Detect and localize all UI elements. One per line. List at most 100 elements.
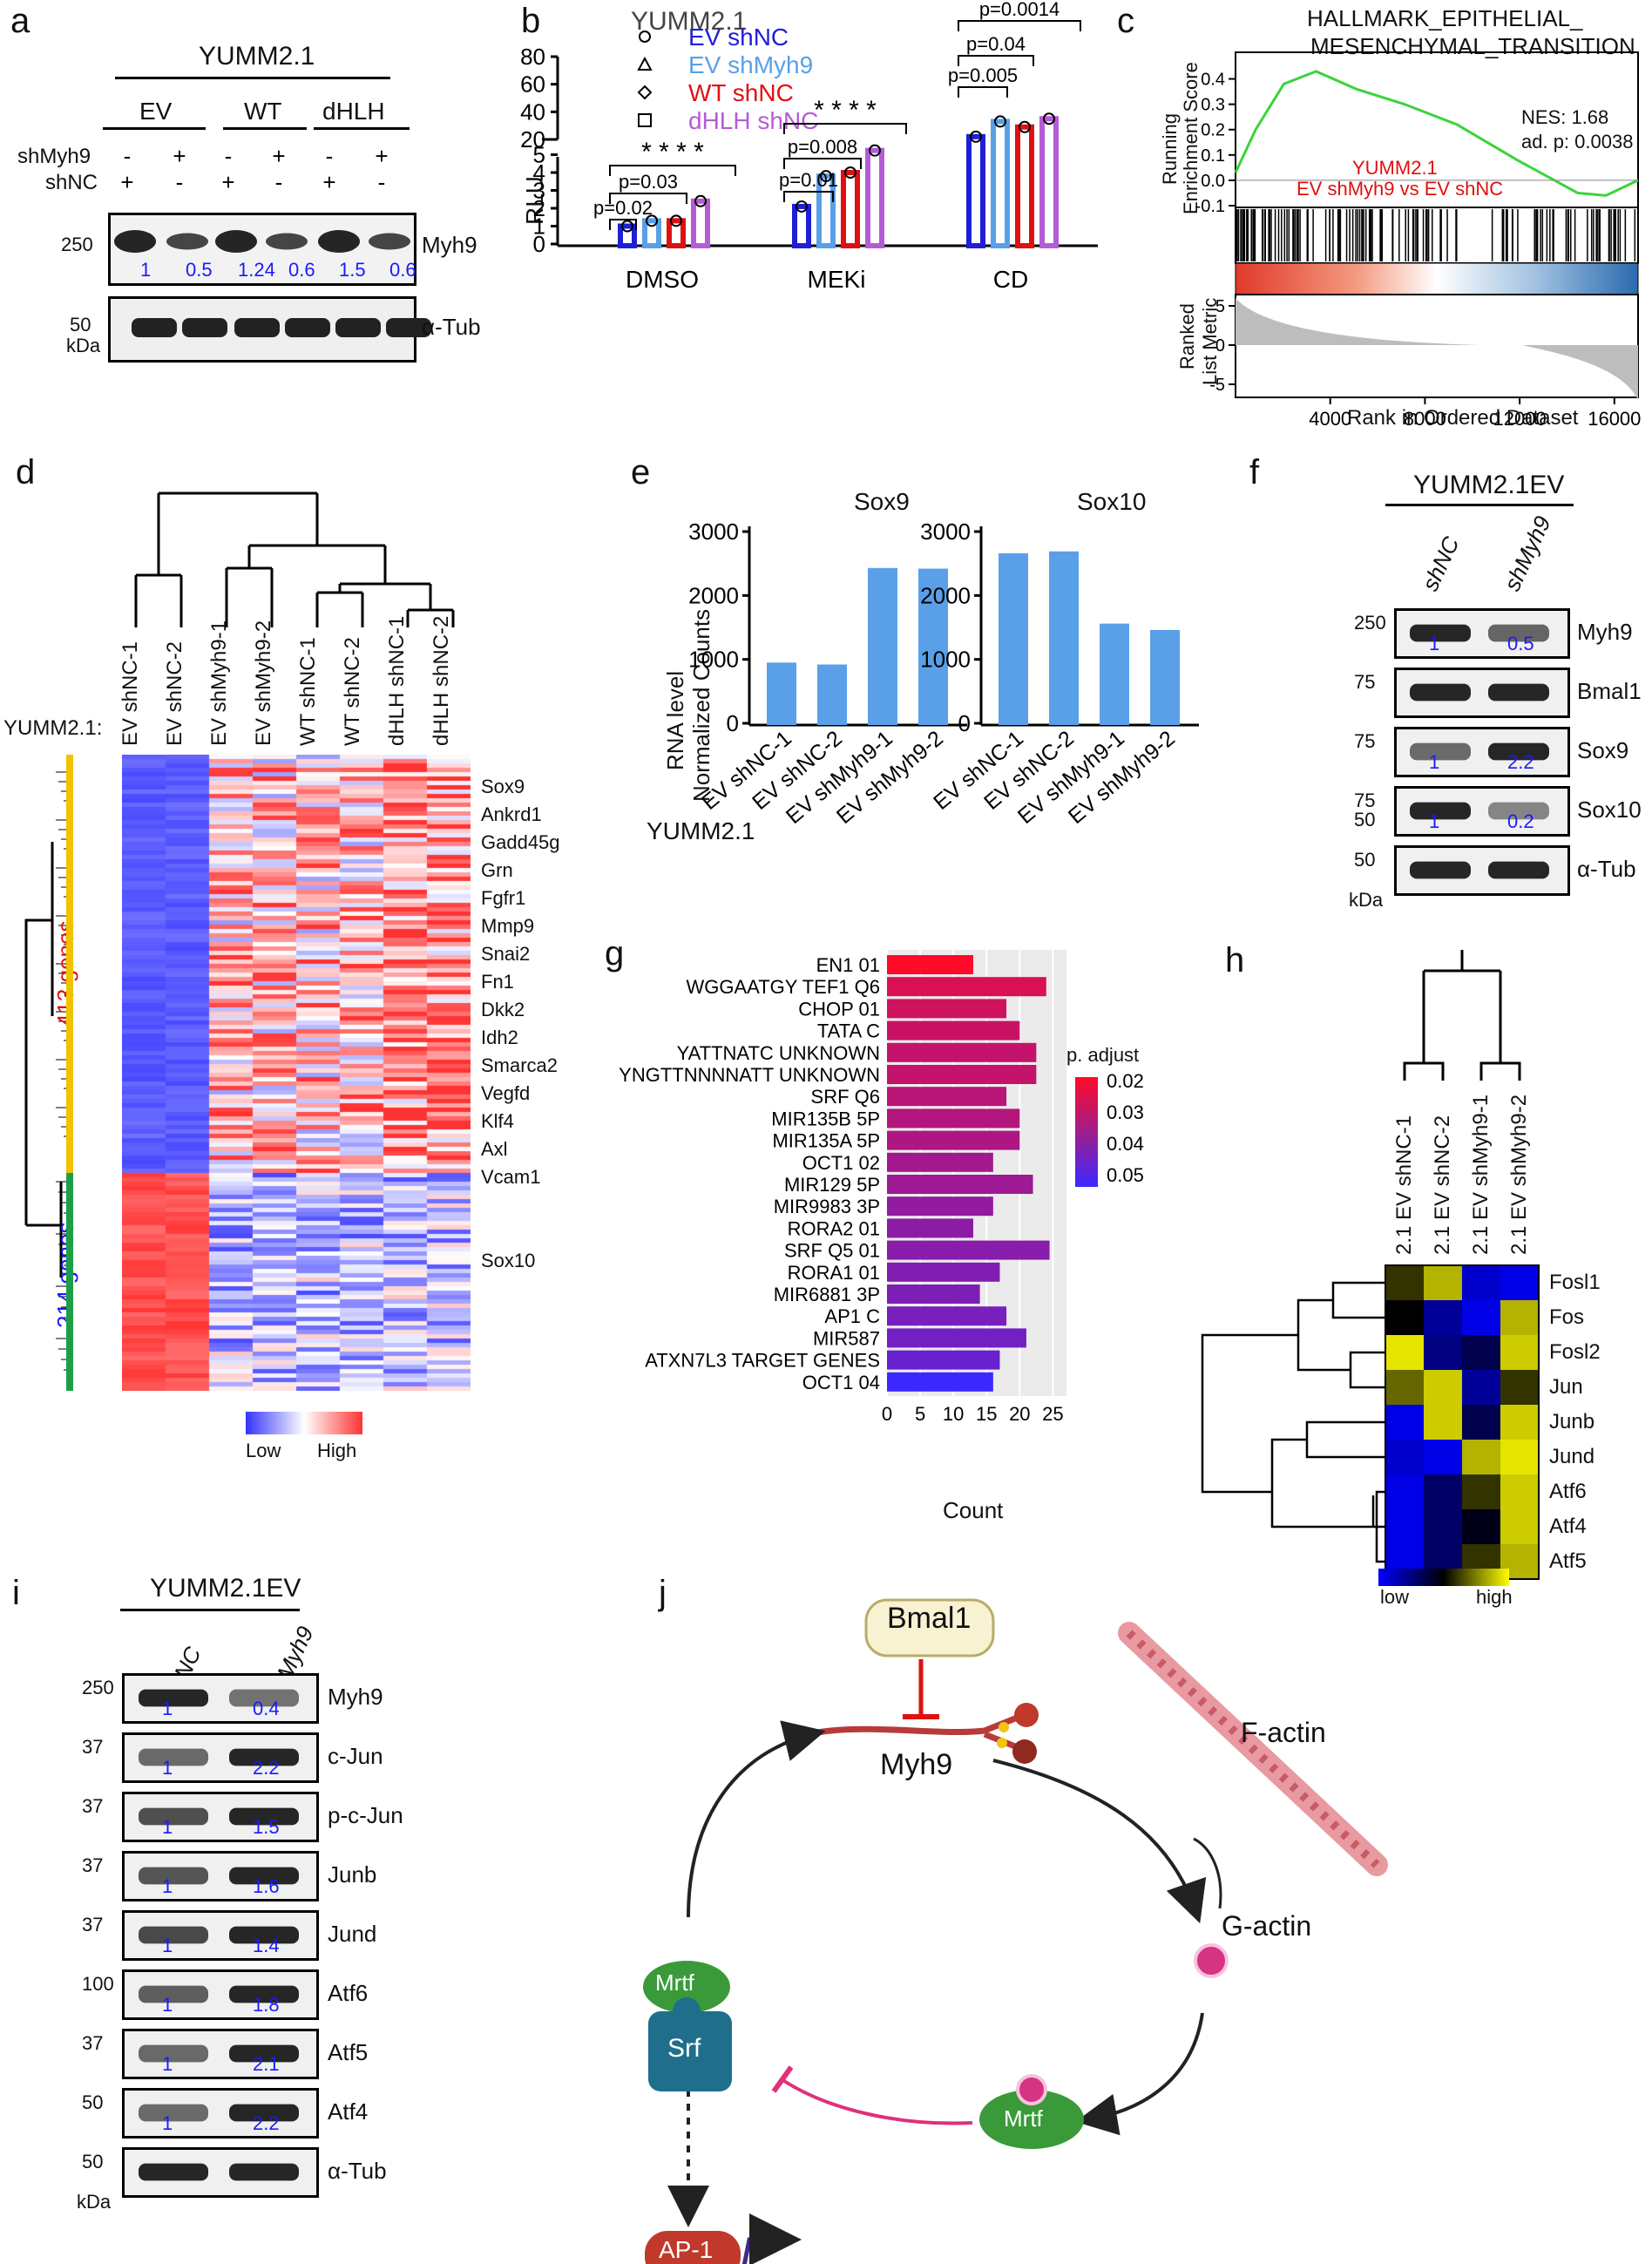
blot-band [1410,684,1471,702]
tf-row-label: Jund [1549,1445,1594,1469]
heatmap-cell [1500,1370,1539,1405]
legend-low: Low [246,1440,281,1462]
legend-marker [640,31,650,42]
blot-label-myh9: Myh9 [422,232,477,259]
mrtf-label-2: Mrtf [1004,2105,1043,2132]
row-mark: + [375,143,388,169]
enrichment-bar [887,1263,999,1282]
quant-value: 0.6 [288,259,315,281]
count-tick: 5 [915,1403,925,1425]
row-mark: - [326,143,334,169]
column-dendrogram-h [1385,950,1560,1081]
row-mark: - [176,169,184,195]
heatmap-cell [1424,1370,1462,1405]
lane-shnc-f: shNC [1417,532,1466,595]
blot-band [1410,803,1471,820]
genes-word-down: genes [52,1223,78,1285]
legend-label: EV shNC [688,24,789,51]
term-label: AP1 C [824,1305,880,1327]
bar [645,220,659,246]
padj-legend-title: p. adjust [1066,1044,1139,1067]
stat-label: * * * * [641,138,704,166]
gene-label: Dkk2 [481,999,525,1021]
group-ev: EV [139,98,172,125]
padj-legend-tick: 0.05 [1107,1164,1144,1186]
tf-row-label: Junb [1549,1410,1594,1434]
blot-band [139,1749,208,1766]
row-mark: + [120,169,133,195]
gene-label: Vcam1 [481,1166,540,1189]
blot-band [139,1690,208,1707]
stat-bracket [958,87,1007,98]
enrichment-bar [887,1153,993,1172]
quant-value: 2.2 [253,1757,280,1779]
y-tick-label: 5 [533,142,545,168]
legend-label: WT shNC [688,79,794,106]
row-dendrogram-h [1202,1265,1377,1596]
metric-label-2: List Metric [1199,298,1222,385]
mw-label: 50 [1354,849,1375,871]
panel-label-i: i [12,1574,20,1613]
stat-label: p=0.04 [966,33,1026,55]
es-tick: 0.3 [1201,96,1225,115]
heatmap-cell [1462,1474,1500,1509]
quant-value: 1 [162,1816,173,1839]
tf-row-label: Atf6 [1549,1480,1587,1504]
tf-row-label: Fosl1 [1549,1271,1601,1295]
genes-word-up: genes [52,921,78,983]
term-label: WGGAATGY TEF1 Q6 [687,976,881,998]
quant-value: 1 [162,2053,173,2076]
heatmap-column-label-h: 2.1 EV shMyh9-2 [1507,1095,1532,1255]
bar [969,137,983,246]
inhibit-mrtf-srf [784,2081,972,2124]
heatmap-cell [1385,1300,1424,1335]
term-label: MIR135B 5P [771,1108,880,1129]
term-label: EN1 01 [816,954,880,976]
heatmap-cell [1500,1509,1539,1544]
blot-label-tub: α-Tub [422,314,481,341]
quant-value: 1 [140,259,151,281]
blot-band [266,234,308,250]
term-label: SRF Q6 [811,1086,880,1108]
kda-label: kDa [77,2191,111,2213]
term-label: MIR129 5P [784,1174,880,1196]
quant-value: 1 [162,1994,173,2017]
blot-band [335,318,381,337]
blot-label: Myh9 [1577,619,1633,646]
heatmap-column-label: EV shMyh9-1 [207,620,232,746]
cell-line-underline-f [1385,504,1574,506]
bar [1042,119,1056,246]
mw-label: 50 [82,2091,103,2114]
quant-value: 2.2 [253,2112,280,2135]
bar [669,220,683,246]
rna-bar [999,553,1028,725]
rna-bar-charts: 0100020003000EV shNC-1EV shNC-2EV shMyh9… [714,523,1255,906]
srf-label: Srf [667,2034,701,2064]
mw-50: 50 [70,314,91,336]
blot-band [139,2105,208,2122]
quant-value: 1 [162,1935,173,1957]
enrichment-bar [887,1306,1006,1325]
x-tick: 4000 [1309,408,1351,430]
heatmap-column-label: EV shNC-2 [163,641,187,746]
gene-label: Sox10 [481,1250,535,1272]
blot-band [139,2164,208,2181]
heat-legend-bar [246,1412,362,1434]
gene-label: Ankrd1 [481,803,542,826]
row-mark: + [173,143,186,169]
bmal1-label: Bmal1 [887,1602,971,1636]
rna-bar [767,662,796,725]
factin-label: F-actin [1241,1717,1326,1749]
heatmap-column-label-h: 2.1 EV shMyh9-1 [1469,1095,1493,1255]
heatmap-cell [1385,1265,1424,1300]
enrichment-bar [887,1175,1033,1194]
count-xlabel: Count [943,1497,1003,1524]
blot-band [1410,862,1471,879]
tf-row-label: Jun [1549,1375,1583,1400]
padj-legend-tick: 0.04 [1107,1133,1144,1155]
heatmap-column-label: WT shNC-1 [296,637,321,746]
quant-value: 0.5 [1507,633,1534,655]
term-label: ATXN7L3 TARGET GENES [645,1350,880,1372]
gene-label: Sox9 [481,776,525,798]
heatmap-cell [1385,1370,1424,1405]
